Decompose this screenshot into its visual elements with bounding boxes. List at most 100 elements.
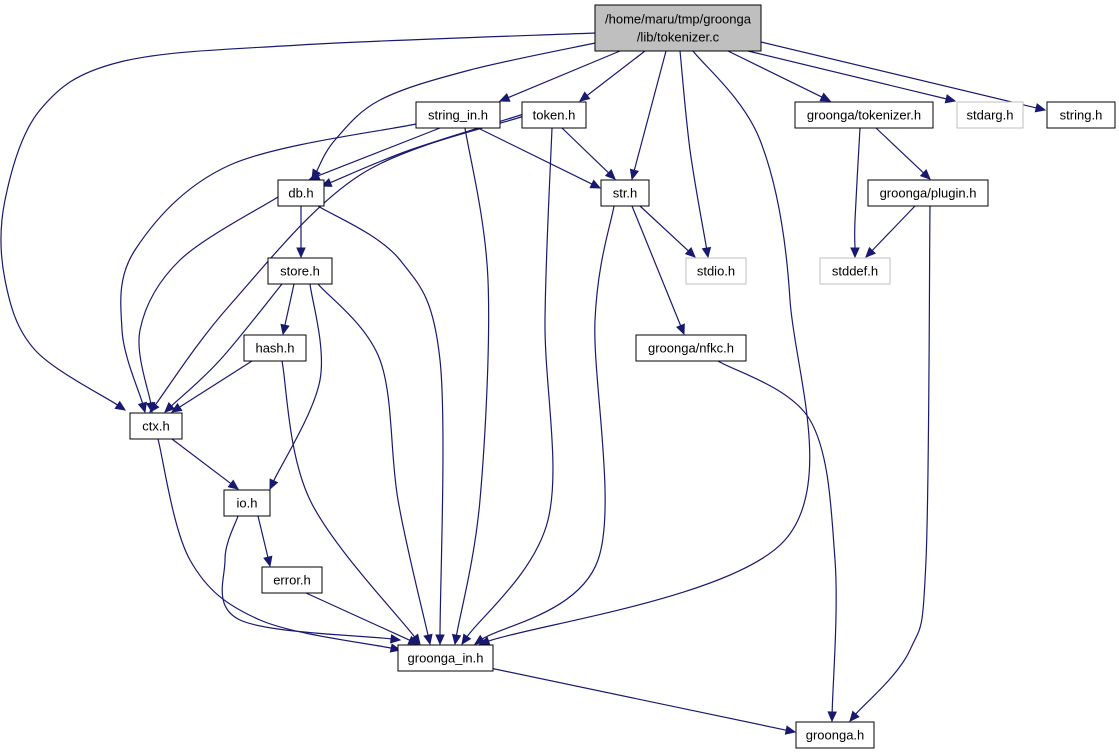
edge-arrowhead	[676, 323, 685, 336]
edge-arrowhead	[423, 633, 433, 646]
edge-arrowhead	[164, 402, 176, 413]
node-string_in_h[interactable]: string_in.h	[415, 101, 501, 129]
edge-arrowhead	[114, 400, 127, 411]
edge-arrowhead	[919, 169, 931, 180]
edge-line	[138, 196, 279, 404]
edge-store_h-to-io_h	[269, 283, 323, 491]
edge-arrowhead	[227, 479, 239, 490]
node-groonga_h[interactable]: groonga.h	[795, 721, 875, 749]
edge-line	[179, 360, 253, 408]
node-box	[956, 101, 1024, 129]
edge-hash_h-to-groonga_in_h	[281, 360, 421, 645]
edge-line	[171, 283, 283, 407]
edge-line	[639, 205, 689, 252]
node-stdarg_h[interactable]: stdarg.h	[956, 101, 1024, 129]
edge-arrowhead	[579, 91, 591, 102]
node-label: hash.h	[255, 341, 294, 356]
edge-line	[508, 50, 621, 99]
edge-groonga_in_h-to-groonga_h	[489, 667, 797, 735]
node-groonga_nfkc_h[interactable]: groonga/nfkc.h	[635, 334, 747, 362]
node-io_h[interactable]: io.h	[223, 489, 271, 517]
edge-arrowhead	[451, 633, 462, 646]
node-db_h[interactable]: db.h	[277, 179, 325, 207]
edge-error_h-to-groonga_in_h	[305, 592, 420, 645]
edge-arrowhead	[461, 633, 472, 646]
nodes-layer: /home/maru/tmp/groonga/lib/tokenizer.c st…	[129, 4, 1116, 749]
node-label: stdio.h	[697, 264, 735, 279]
node-str_h[interactable]: str.h	[600, 179, 650, 207]
edge-line	[633, 50, 667, 171]
edge-string_in_h-to-str_h	[477, 127, 602, 189]
node-stddef_h[interactable]: stddef.h	[819, 257, 891, 285]
edge-line	[284, 283, 295, 326]
edge-store_h-to-ctx_h	[164, 283, 283, 413]
node-box	[600, 179, 650, 207]
edge-arrowhead	[629, 168, 640, 181]
node-label: store.h	[280, 264, 320, 279]
node-groonga_in_h[interactable]: groonga_in.h	[397, 644, 494, 672]
node-box	[795, 721, 875, 749]
edge-arrowhead	[389, 634, 402, 644]
edge-io_h-to-groonga_in_h	[221, 515, 402, 644]
node-box	[794, 101, 934, 129]
edge-arrowhead	[701, 246, 712, 259]
edge-arrowhead	[435, 634, 445, 646]
edge-line	[489, 667, 787, 731]
edge-tokenizer_c-to-groonga_tokenizer_h	[727, 50, 832, 102]
node-box	[243, 334, 307, 362]
edge-arrowhead	[589, 179, 602, 189]
edge-store_h-to-groonga_in_h	[317, 283, 433, 646]
edge-db_h-to-ctx_h	[138, 196, 279, 414]
node-error_h[interactable]: error.h	[261, 566, 323, 594]
edge-token_h-to-ctx_h	[149, 115, 525, 413]
edge-line	[257, 515, 269, 558]
edge-line	[318, 127, 441, 177]
node-box	[267, 257, 333, 285]
node-stdio_h[interactable]: stdio.h	[685, 257, 747, 285]
edge-line	[631, 205, 682, 326]
edge-arrowhead	[269, 478, 279, 491]
node-store_h[interactable]: store.h	[267, 257, 333, 285]
node-label: token.h	[533, 108, 576, 123]
edge-line	[305, 592, 411, 641]
node-ctx_h[interactable]: ctx.h	[129, 412, 183, 440]
edge-arrowhead	[263, 555, 273, 568]
edge-line	[466, 127, 554, 637]
edge-arrowhead	[137, 401, 148, 414]
edge-str_h-to-groonga_in_h	[473, 205, 615, 645]
edge-arrowhead	[407, 635, 420, 645]
edge-arrowhead	[604, 168, 616, 180]
node-label: ctx.h	[142, 419, 169, 434]
edge-tokenizer_c-to-string_h	[760, 41, 1047, 113]
node-string_h[interactable]: string.h	[1046, 101, 1116, 129]
edge-tokenizer_c-to-ctx_h	[0, 32, 596, 411]
node-token_h[interactable]: token.h	[521, 101, 587, 129]
node-tokenizer_c[interactable]: /home/maru/tmp/groonga/lib/tokenizer.c	[594, 4, 762, 52]
edge-groonga_tokenizer_h-to-groonga_plugin_h	[875, 127, 931, 180]
edge-arrowhead	[819, 92, 832, 102]
node-label: groonga.h	[806, 728, 865, 743]
node-label: stdarg.h	[967, 108, 1014, 123]
edge-line	[120, 123, 417, 404]
node-label: groonga/plugin.h	[880, 186, 977, 201]
edge-string_in_h-to-groonga_in_h	[451, 127, 490, 646]
edge-groonga_plugin_h-to-groonga_h	[849, 205, 931, 722]
node-groonga_tokenizer_h[interactable]: groonga/tokenizer.h	[794, 101, 934, 129]
edge-string_in_h-to-ctx_h	[120, 123, 417, 414]
edge-tokenizer_c-to-stdio_h	[679, 50, 712, 259]
node-label: io.h	[237, 496, 258, 511]
node-hash_h[interactable]: hash.h	[243, 334, 307, 362]
edge-groonga_nfkc_h-to-groonga_h	[717, 360, 837, 723]
edge-arrowhead	[145, 401, 156, 414]
edge-line	[316, 41, 601, 172]
node-label: str.h	[613, 186, 638, 201]
node-label: groonga/nfkc.h	[648, 341, 734, 356]
edge-line	[482, 205, 615, 640]
node-box	[261, 566, 323, 594]
node-box	[129, 412, 183, 440]
edge-line	[477, 127, 593, 185]
node-groonga_plugin_h[interactable]: groonga/plugin.h	[867, 179, 989, 207]
node-label: string.h	[1060, 108, 1103, 123]
node-label: /home/maru/tmp/groonga	[605, 12, 752, 27]
edge-line	[586, 50, 646, 96]
